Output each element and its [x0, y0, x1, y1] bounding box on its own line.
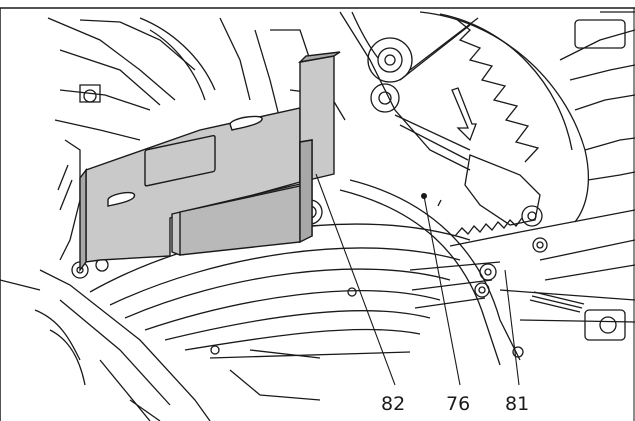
- callout-labels: 82 76 81: [381, 393, 529, 415]
- leader-82: [315, 173, 396, 386]
- saw-head: [339, 11, 635, 227]
- callout-82: 82: [381, 393, 405, 415]
- right-table: [499, 209, 635, 341]
- leader-lines: [315, 173, 520, 386]
- leader-76: [423, 195, 461, 386]
- callout-76: 76: [446, 393, 470, 415]
- leader-81: [504, 269, 520, 386]
- frame: [0, 7, 635, 421]
- callout-81: 81: [505, 393, 529, 415]
- base-left: [0, 269, 321, 421]
- fence: [79, 51, 341, 273]
- kerf-plate: [437, 199, 523, 247]
